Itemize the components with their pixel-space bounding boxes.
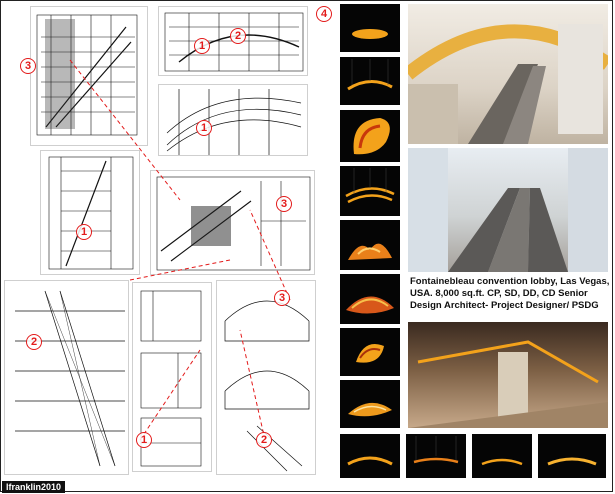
- marker-2-top: 2: [230, 28, 246, 44]
- drawing-sheet-top-left: [30, 6, 148, 146]
- lighting-thumbnail: [340, 220, 400, 270]
- marker-3-center: 3: [276, 196, 292, 212]
- lighting-thumbnail: [472, 434, 532, 478]
- drawing-sheet-section-curves: [158, 84, 308, 156]
- marker-4: 4: [316, 6, 332, 22]
- render-escalator-dome: [408, 4, 608, 144]
- marker-3-top-left: 3: [20, 58, 36, 74]
- marker-1-bottom: 1: [136, 432, 152, 448]
- marker-2-bottom: 2: [256, 432, 272, 448]
- author-credit: lfranklin2010: [2, 481, 66, 493]
- project-caption: Fontainebleau convention lobby, Las Vega…: [410, 276, 610, 311]
- marker-1-top: 1: [194, 38, 210, 54]
- lighting-thumbnail: [406, 434, 466, 478]
- lighting-thumbnail: [340, 328, 400, 376]
- marker-2-left: 2: [26, 334, 42, 350]
- drawing-sheet-center: [150, 170, 315, 275]
- lighting-thumbnail: [340, 57, 400, 105]
- lighting-thumbnail: [340, 380, 400, 428]
- lighting-thumbnail: [340, 110, 400, 162]
- marker-3-arch: 3: [274, 290, 290, 306]
- render-lobby-lighting: [408, 322, 608, 428]
- drawing-sheet-elevation-left: [40, 150, 140, 275]
- lighting-thumbnail: [538, 434, 606, 478]
- lighting-thumbnail: [340, 166, 400, 216]
- lighting-thumbnail: [340, 274, 400, 324]
- marker-1-section: 1: [196, 120, 212, 136]
- render-escalator-hall: [408, 148, 608, 272]
- lighting-thumbnail: [340, 4, 400, 52]
- drawing-sheet-bottom-left: [4, 280, 129, 475]
- lighting-thumbnail: [340, 434, 400, 478]
- marker-1-elevation: 1: [76, 224, 92, 240]
